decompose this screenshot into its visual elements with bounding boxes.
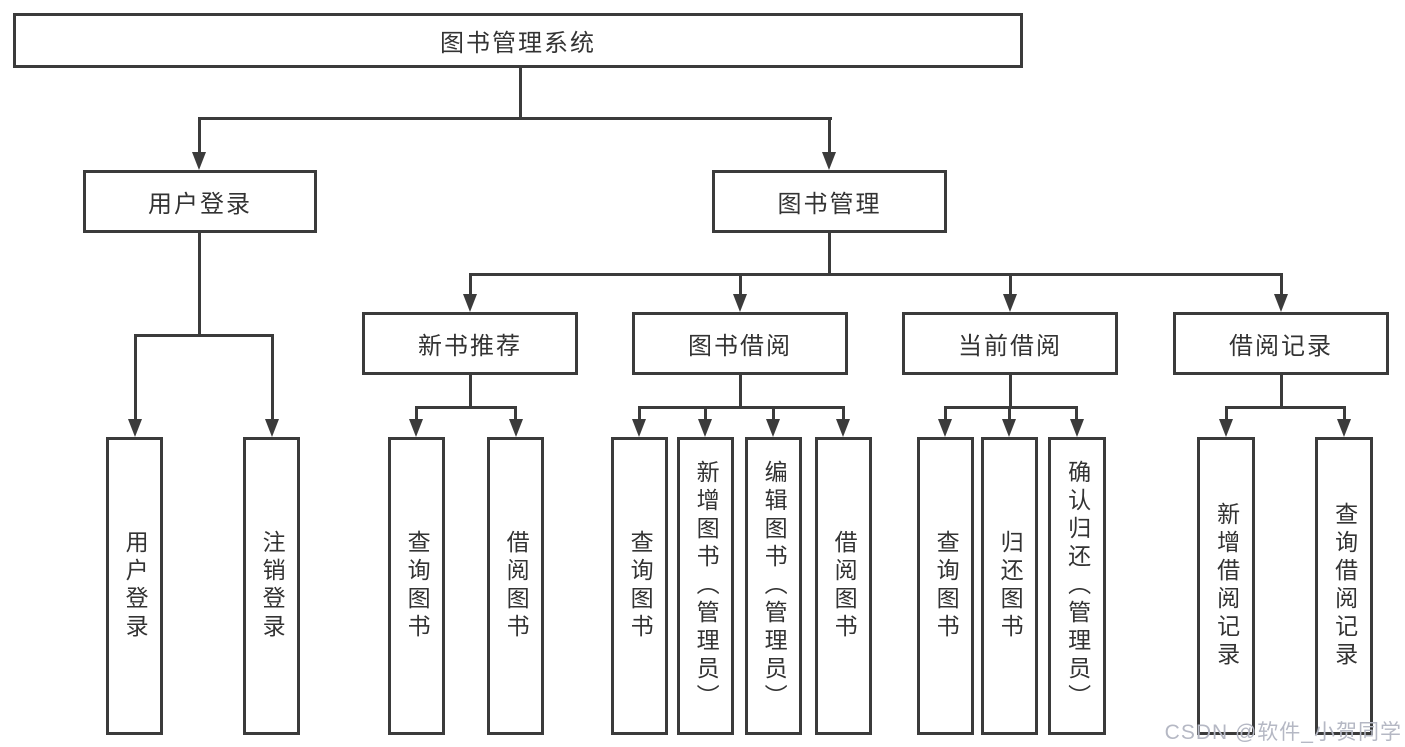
leaf-current-query-books: 查询图书 bbox=[917, 437, 974, 735]
connector-to-bb-borrow-shaft bbox=[842, 406, 845, 422]
leaf-user-login: 用户登录 bbox=[106, 437, 163, 735]
connector-root-stem bbox=[519, 67, 522, 119]
arrowhead-to-leaf-logout bbox=[265, 419, 279, 437]
leaf-records-query-record-label: 查询借阅记录 bbox=[1331, 502, 1358, 670]
arrowhead-to-book-management bbox=[822, 152, 836, 170]
leaf-borrow-add-books-admin: 新增图书（管理员） bbox=[677, 437, 734, 735]
watermark: CSDN @软件_小贺同学 bbox=[1164, 721, 1402, 744]
leaf-current-return-books-label: 归还图书 bbox=[997, 530, 1024, 642]
connector-current-horizontal bbox=[944, 406, 1078, 409]
connector-root-to-user-shaft bbox=[198, 117, 201, 157]
connector-to-leaf-user-login-shaft bbox=[134, 334, 137, 422]
connector-root-to-mgmt-shaft bbox=[828, 117, 831, 157]
connector-to-cb-return-shaft bbox=[1008, 406, 1011, 422]
connector-to-bb-edit-shaft bbox=[772, 406, 775, 422]
connector-to-bb-query-shaft bbox=[638, 406, 641, 422]
arrowhead-to-br-query bbox=[1337, 419, 1351, 437]
connector-to-rec-borrow-shaft bbox=[514, 406, 517, 422]
arrowhead-to-borrow bbox=[733, 294, 747, 312]
node-borrow-records-label: 借阅记录 bbox=[1229, 333, 1333, 360]
connector-user-stem bbox=[198, 231, 201, 336]
node-new-book-recommend-label: 新书推荐 bbox=[418, 333, 522, 360]
arrowhead-to-cb-confirm bbox=[1070, 419, 1084, 437]
arrowhead-to-leaf-user-login bbox=[128, 419, 142, 437]
leaf-borrow-borrow-books-label: 借阅图书 bbox=[831, 530, 858, 642]
connector-user-horizontal bbox=[134, 334, 274, 337]
connector-to-current-shaft bbox=[1009, 273, 1012, 298]
connector-to-borrow-shaft bbox=[739, 273, 742, 298]
leaf-records-query-record: 查询借阅记录 bbox=[1315, 437, 1373, 735]
arrowhead-to-br-add bbox=[1219, 419, 1233, 437]
node-current-borrow: 当前借阅 bbox=[902, 312, 1118, 375]
leaf-borrow-edit-books-admin-label: 编辑图书（管理员） bbox=[761, 460, 788, 712]
arrowhead-to-bb-query bbox=[632, 419, 646, 437]
node-current-borrow-label: 当前借阅 bbox=[958, 333, 1062, 360]
arrowhead-to-cb-query bbox=[938, 419, 952, 437]
leaf-borrow-edit-books-admin: 编辑图书（管理员） bbox=[745, 437, 802, 735]
leaf-recommend-borrow-books-label: 借阅图书 bbox=[503, 530, 530, 642]
connector-to-br-query-shaft bbox=[1343, 406, 1346, 422]
connector-root-horizontal bbox=[198, 117, 832, 120]
connector-mgmt-horizontal bbox=[469, 273, 1283, 276]
arrowhead-to-recommend bbox=[463, 294, 477, 312]
connector-mgmt-stem bbox=[828, 231, 831, 276]
leaf-user-login-label: 用户登录 bbox=[122, 530, 149, 642]
leaf-logout: 注销登录 bbox=[243, 437, 300, 735]
leaf-records-add-record: 新增借阅记录 bbox=[1197, 437, 1255, 735]
arrowhead-to-current bbox=[1003, 294, 1017, 312]
leaf-borrow-query-books-label: 查询图书 bbox=[627, 530, 654, 642]
connector-current-stem bbox=[1009, 373, 1012, 408]
connector-borrow-horizontal bbox=[638, 406, 845, 409]
connector-borrow-stem bbox=[739, 373, 742, 408]
arrowhead-to-bb-edit bbox=[766, 419, 780, 437]
leaf-recommend-borrow-books: 借阅图书 bbox=[487, 437, 544, 735]
leaf-records-add-record-label: 新增借阅记录 bbox=[1213, 502, 1240, 670]
leaf-current-confirm-return-admin-label: 确认归还（管理员） bbox=[1064, 460, 1091, 712]
leaf-current-query-books-label: 查询图书 bbox=[933, 530, 960, 642]
arrowhead-to-bb-add bbox=[698, 419, 712, 437]
leaf-borrow-query-books: 查询图书 bbox=[611, 437, 668, 735]
connector-recommend-horizontal bbox=[415, 406, 517, 409]
node-new-book-recommend: 新书推荐 bbox=[362, 312, 578, 375]
node-book-management-label: 图书管理 bbox=[777, 191, 882, 218]
leaf-recommend-query-books-label: 查询图书 bbox=[404, 530, 431, 642]
connector-to-cb-confirm-shaft bbox=[1075, 406, 1078, 422]
node-user-login: 用户登录 bbox=[83, 170, 317, 233]
leaf-logout-label: 注销登录 bbox=[259, 530, 286, 642]
leaf-recommend-query-books: 查询图书 bbox=[388, 437, 445, 735]
arrowhead-to-bb-borrow bbox=[836, 419, 850, 437]
connector-records-horizontal bbox=[1225, 406, 1346, 409]
leaf-borrow-borrow-books: 借阅图书 bbox=[815, 437, 872, 735]
leaf-current-confirm-return-admin: 确认归还（管理员） bbox=[1048, 437, 1106, 735]
node-book-borrow: 图书借阅 bbox=[632, 312, 848, 375]
connector-to-cb-query-shaft bbox=[944, 406, 947, 422]
leaf-borrow-add-books-admin-label: 新增图书（管理员） bbox=[693, 460, 720, 712]
connector-to-rec-query-shaft bbox=[415, 406, 418, 422]
node-book-borrow-label: 图书借阅 bbox=[688, 333, 792, 360]
arrowhead-to-user-login bbox=[192, 152, 206, 170]
connector-to-br-add-shaft bbox=[1225, 406, 1228, 422]
leaf-current-return-books: 归还图书 bbox=[981, 437, 1038, 735]
node-book-management: 图书管理 bbox=[712, 170, 947, 233]
node-root-label: 图书管理系统 bbox=[440, 30, 596, 57]
arrowhead-to-cb-return bbox=[1002, 419, 1016, 437]
connector-to-leaf-logout-shaft bbox=[271, 334, 274, 422]
connector-recommend-stem bbox=[469, 373, 472, 408]
node-root: 图书管理系统 bbox=[13, 13, 1023, 68]
arrowhead-to-rec-borrow bbox=[509, 419, 523, 437]
node-borrow-records: 借阅记录 bbox=[1173, 312, 1389, 375]
node-user-login-label: 用户登录 bbox=[148, 191, 252, 218]
connector-to-recommend-shaft bbox=[469, 273, 472, 298]
connector-records-stem bbox=[1280, 373, 1283, 408]
connector-to-records-shaft bbox=[1280, 273, 1283, 298]
arrowhead-to-rec-query bbox=[409, 419, 423, 437]
arrowhead-to-records bbox=[1274, 294, 1288, 312]
connector-to-bb-add-shaft bbox=[704, 406, 707, 422]
